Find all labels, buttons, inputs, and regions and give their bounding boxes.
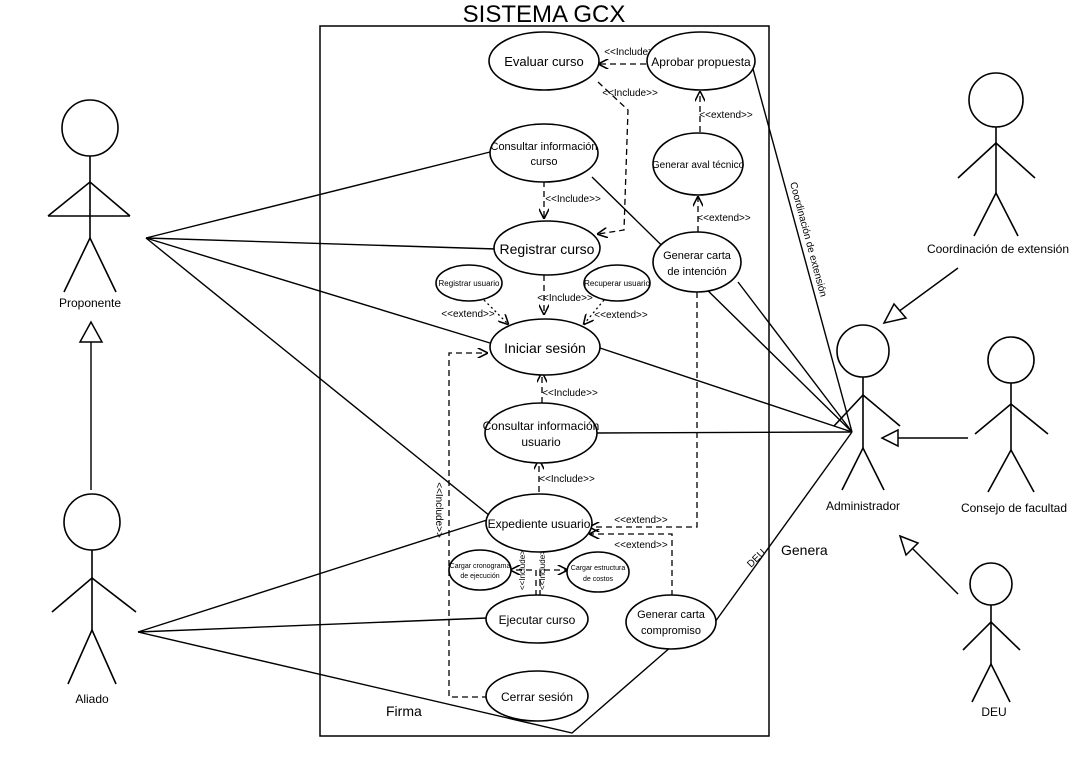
label-genera: Genera — [781, 542, 828, 558]
use-case-label: de ejecución — [460, 573, 499, 580]
use-case-label: Generar carta — [637, 609, 706, 621]
use-case-aprobar-propuesta[interactable]: Aprobar propuesta — [646, 31, 756, 91]
use-case-generar-carta-compromiso[interactable]: Generar carta compromiso — [625, 594, 717, 650]
use-case-expediente-usuario[interactable]: Expediente usuario — [485, 493, 593, 553]
use-case-label: Aprobar propuesta — [651, 55, 751, 69]
associations — [137, 57, 853, 734]
label-extend-carta-aval: <<extend>> — [697, 213, 751, 224]
label-include-cerrar-iniciar: <<Include>> — [433, 482, 444, 538]
use-case-registrar-curso[interactable]: Registrar curso — [493, 220, 601, 276]
use-case-consultar-informacion-curso[interactable]: Consultar información curso — [489, 123, 599, 183]
actor-label: DEU — [981, 705, 1006, 719]
label-include-evaluar-registrar: <<Include>> — [602, 88, 658, 99]
use-case-label: usuario — [521, 435, 561, 449]
use-case-cargar-estructura[interactable]: Cargar estructura de costos — [566, 551, 630, 593]
use-case-label: Registrar usuario — [439, 279, 500, 288]
use-case-registrar-usuario[interactable]: Registrar usuario — [435, 264, 503, 302]
use-case-generar-aval-tecnico[interactable]: Generar aval técnico — [652, 132, 745, 196]
use-case-label: Ejecutar curso — [499, 613, 576, 627]
use-case-label: Cargar estructura — [571, 565, 626, 572]
label-include-ejecutar-estructura: <<Include>> — [538, 545, 547, 590]
use-case-label: Consultar información — [491, 141, 598, 153]
use-case-label: Registrar curso — [500, 241, 595, 257]
use-case-label: curso — [531, 156, 558, 168]
label-extend-aval-aprobar: <<extend>> — [699, 110, 753, 121]
actor-label: Consejo de facultad — [961, 501, 1067, 515]
label-include-consultar-registrar: <<Include>> — [545, 194, 601, 205]
relation-labels: <<Include>> <<Include>> <<extend>> <<Inc… — [386, 47, 828, 719]
label-extend-carta-compromiso-expediente: <<extend>> — [614, 540, 668, 551]
use-case-cerrar-sesion[interactable]: Cerrar sesión — [485, 670, 589, 722]
use-case-label: de costos — [583, 576, 613, 583]
label-extend-carta-intencion-expediente: <<extend>> — [614, 515, 668, 526]
actor-consejo-facultad[interactable]: Consejo de facultad — [961, 336, 1067, 515]
use-case-label: Iniciar sesión — [504, 340, 586, 356]
actor-label: Administrador — [826, 499, 900, 513]
actor-administrador[interactable]: Administrador — [826, 324, 901, 513]
label-include-expediente-consultar: <<Include>> — [539, 474, 595, 485]
use-case-label: Expediente usuario — [488, 517, 591, 531]
use-case-ejecutar-curso[interactable]: Ejecutar curso — [485, 594, 589, 644]
generalization-consejo-administrador — [880, 428, 968, 448]
generalization-deu-administrador — [898, 534, 959, 595]
generalization-aliado-proponente — [78, 320, 104, 490]
label-include-ejecutar-cronograma: <<Include>> — [518, 545, 527, 590]
use-case-label: Consultar información — [483, 419, 600, 433]
use-case-consultar-informacion-usuario[interactable]: Consultar información usuario — [483, 402, 600, 464]
use-case-label: compromiso — [641, 625, 701, 637]
actor-label: Coordinación de extensión — [927, 242, 1069, 256]
label-coordinacion-line: Coordinación de extensión — [787, 181, 828, 298]
label-deu-line: DEU — [745, 547, 768, 570]
label-extend-registrar-usuario: <<extend>> — [441, 309, 495, 320]
use-case-label: Generar aval técnico — [652, 160, 745, 171]
actor-proponente[interactable]: Proponente — [47, 99, 131, 310]
use-case-label: Recuperar usuario — [584, 279, 650, 288]
use-case-label: Generar carta — [663, 250, 732, 262]
dependencies — [448, 64, 700, 698]
label-include-registrar-iniciar: <<Include>> — [537, 293, 593, 304]
actor-deu[interactable]: DEU — [962, 562, 1021, 719]
use-case-generar-carta-intencion[interactable]: Generar carta de intención — [652, 231, 742, 293]
system-boundary — [319, 25, 770, 737]
actor-label: Aliado — [75, 692, 109, 706]
use-case-label: Evaluar curso — [504, 54, 583, 69]
label-include-aprobar-evaluar: <<Include>> — [604, 47, 660, 58]
use-case-label: de intención — [667, 266, 726, 278]
use-case-recuperar-usuario[interactable]: Recuperar usuario — [583, 264, 651, 302]
use-case-evaluar-curso[interactable]: Evaluar curso — [488, 31, 600, 91]
use-case-iniciar-sesion[interactable]: Iniciar sesión — [489, 318, 601, 376]
label-firma: Firma — [386, 703, 422, 719]
label-include-consultar-iniciar: <<Include>> — [542, 388, 598, 399]
actor-label: Proponente — [59, 296, 121, 310]
use-case-label: Cerrar sesión — [501, 690, 573, 704]
use-case-cargar-cronograma[interactable]: Cargar cronograma de ejecución — [448, 549, 512, 591]
actor-coordinacion-extension[interactable]: Coordinación de extensión — [927, 72, 1069, 256]
generalization-coordinacion-administrador — [882, 267, 959, 325]
system-title: SISTEMA GCX — [463, 1, 626, 28]
use-case-label: Cargar cronograma — [450, 563, 511, 570]
actor-aliado[interactable]: Aliado — [51, 493, 137, 706]
label-extend-recuperar-usuario: <<extend>> — [594, 310, 648, 321]
